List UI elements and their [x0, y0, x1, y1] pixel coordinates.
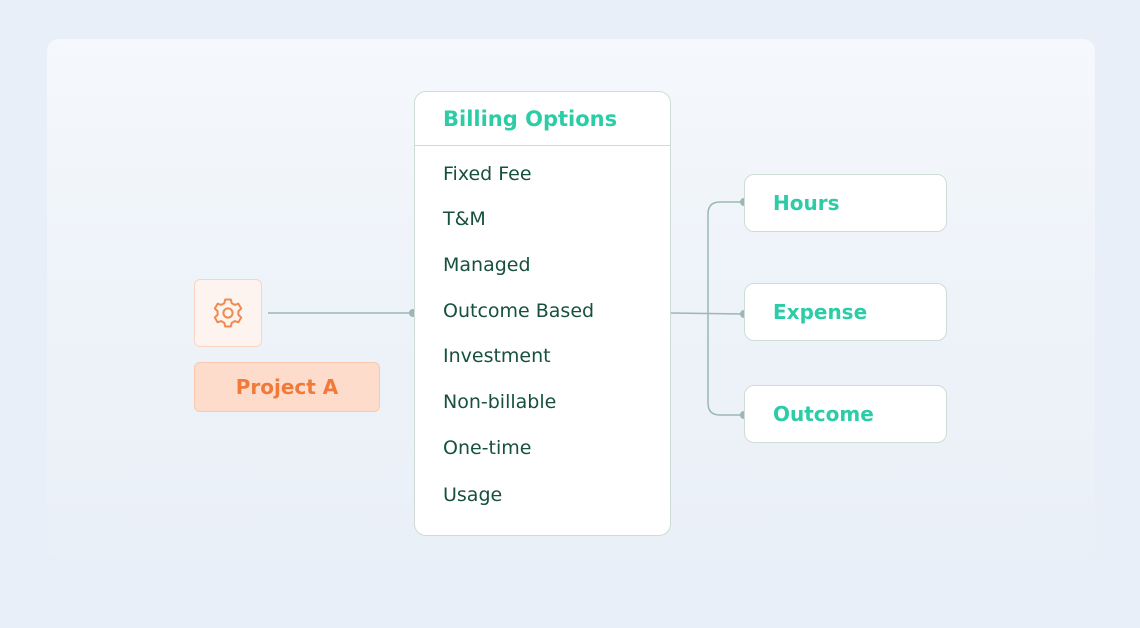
- billing-option-non-billable[interactable]: Non-billable: [443, 391, 557, 413]
- billing-option-fixed-fee[interactable]: Fixed Fee: [443, 163, 532, 185]
- billing-option-outcome-based[interactable]: Outcome Based: [443, 300, 595, 322]
- billing-options-title: Billing Options: [415, 92, 670, 146]
- project-label[interactable]: Project A: [194, 362, 380, 412]
- billing-option-t-and-m[interactable]: T&M: [443, 208, 486, 230]
- output-outcome[interactable]: Outcome: [744, 385, 947, 443]
- output-hours[interactable]: Hours: [744, 174, 947, 232]
- gear-icon: [213, 298, 243, 328]
- billing-option-managed[interactable]: Managed: [443, 254, 531, 276]
- billing-option-one-time[interactable]: One-time: [443, 437, 532, 459]
- output-expense[interactable]: Expense: [744, 283, 947, 341]
- project-icon-box[interactable]: [194, 279, 262, 347]
- billing-option-investment[interactable]: Investment: [443, 345, 551, 367]
- billing-option-usage[interactable]: Usage: [443, 484, 503, 506]
- billing-options-card: Billing Options Fixed Fee T&M Managed Ou…: [414, 91, 671, 536]
